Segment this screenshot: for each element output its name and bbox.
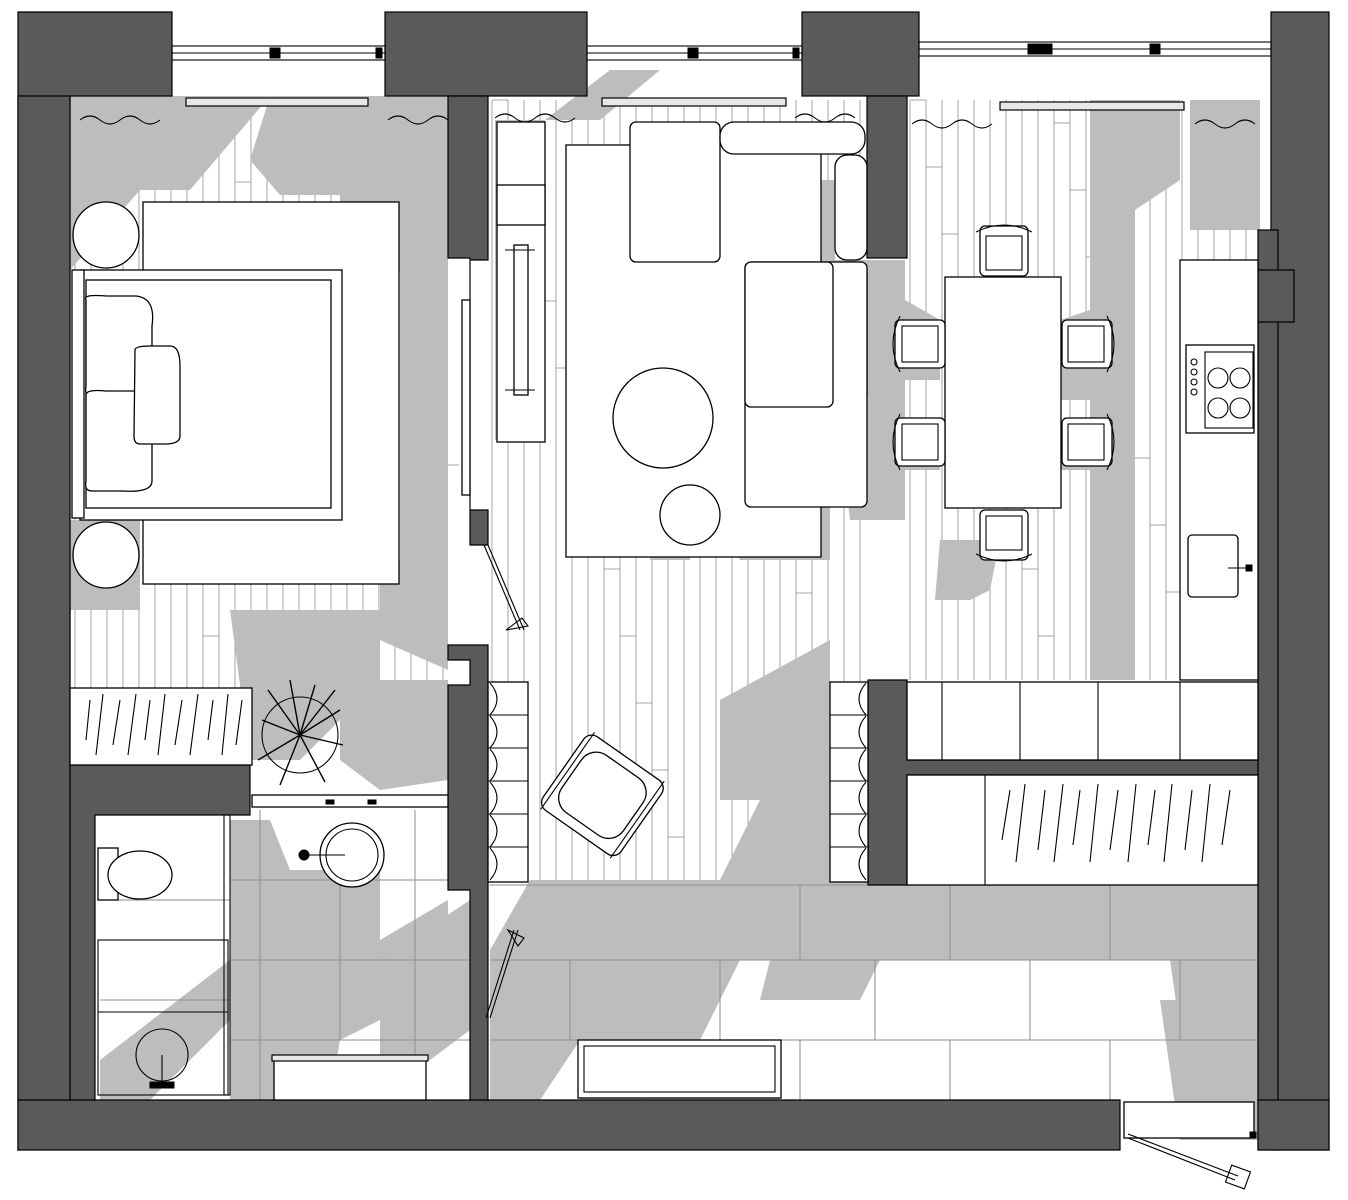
dining-chair-left-2 [892, 413, 946, 471]
kitchen-base-cabinets [906, 681, 1259, 761]
wardrobe-hangers-right [1001, 783, 1231, 863]
bath-shelf [273, 1057, 427, 1101]
nightstand-bottom [72, 521, 140, 589]
kitchen-furniture [1179, 259, 1259, 681]
living-furniture [496, 121, 868, 859]
coffee-table-large [612, 367, 714, 469]
coffee-table-small [659, 484, 721, 546]
hall-wardrobe [906, 774, 1259, 886]
shelving-unit-left [487, 681, 529, 883]
bathroom-furniture [97, 794, 449, 1101]
bed-headboard [71, 269, 85, 519]
potted-plant [257, 679, 344, 786]
dining-chair-left-1 [892, 315, 946, 373]
dining-table [944, 276, 1062, 509]
pillow-3 [133, 345, 181, 445]
dining-chair-bottom [975, 509, 1033, 562]
vanity-counter [251, 794, 449, 808]
wardrobe-hangers-left [85, 693, 243, 756]
dining-chair-right-1 [1061, 315, 1115, 373]
nightstand-top [72, 201, 140, 269]
cooktop [1185, 344, 1255, 434]
armchair [540, 732, 665, 859]
curtains [79, 113, 1256, 129]
storage-units [487, 681, 1259, 1099]
hallway-bench [577, 1039, 782, 1099]
kitchen-sink [1187, 534, 1239, 598]
dining-chair-top [975, 224, 1033, 277]
toilet-bowl [107, 850, 173, 900]
sofa [629, 121, 868, 508]
bedroom-door [461, 299, 529, 631]
bedroom-furniture [69, 201, 400, 786]
living-window [586, 45, 803, 107]
kitchen-window [918, 41, 1272, 111]
kitchen-counter [1179, 259, 1259, 681]
doors [461, 299, 1257, 1190]
entrance-door [1123, 1101, 1257, 1190]
shelving-unit-right [829, 681, 869, 883]
dining-furniture [892, 224, 1115, 562]
dining-chair-right-2 [1061, 413, 1115, 471]
bathroom-door [485, 928, 525, 1019]
windows [79, 41, 1272, 129]
bedroom-window [171, 45, 386, 107]
